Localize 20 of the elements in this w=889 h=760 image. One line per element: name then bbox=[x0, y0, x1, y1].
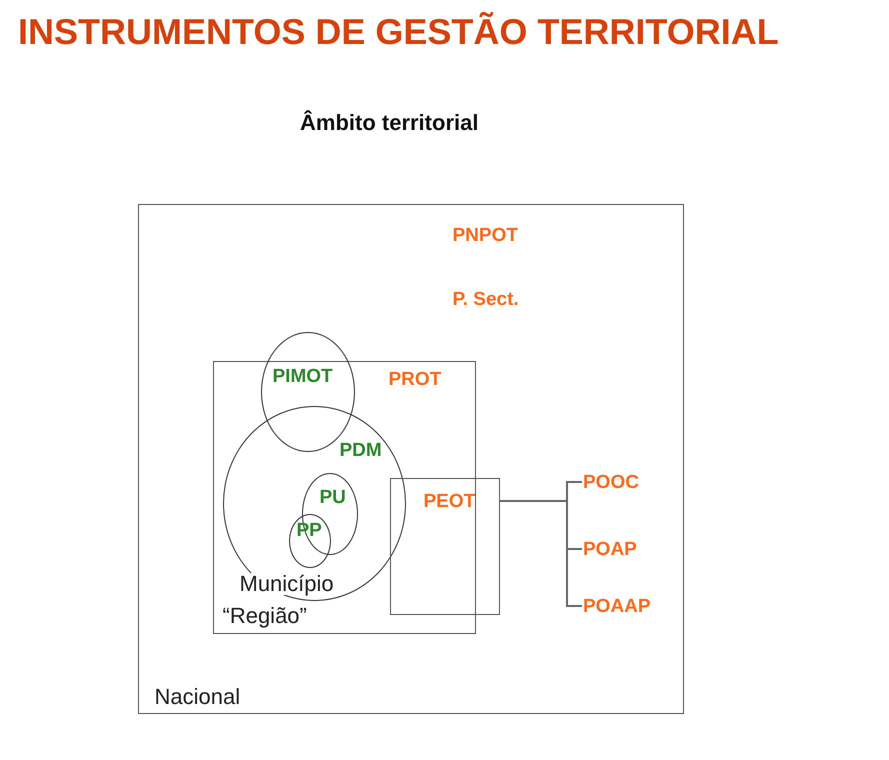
plan-acronym: PEOT bbox=[424, 492, 476, 510]
scope-label: Nacional bbox=[154, 686, 240, 708]
scope-label: “Região” bbox=[222, 604, 307, 626]
plan-acronym: POOC bbox=[583, 473, 639, 492]
page-title: INSTRUMENTOS DE GESTÃO TERRITORIAL bbox=[18, 14, 779, 50]
plan-acronym: POAAP bbox=[583, 597, 651, 616]
plan-acronym: PDM bbox=[340, 440, 382, 460]
plan-circle bbox=[223, 406, 406, 601]
region-frame bbox=[138, 204, 684, 714]
plan-box bbox=[390, 478, 500, 615]
plan-acronym: POAP bbox=[583, 540, 637, 559]
plan-acronym: PIMOT bbox=[272, 366, 333, 386]
region-frame bbox=[213, 361, 476, 634]
plan-acronym: PROT bbox=[388, 370, 442, 388]
plan-acronym: PNPOT bbox=[452, 226, 518, 244]
plan-acronym: P. Sect. bbox=[452, 290, 519, 308]
subtitle: Âmbito territorial bbox=[300, 112, 478, 134]
plan-acronym: PU bbox=[320, 488, 346, 506]
connector-line bbox=[499, 500, 582, 607]
scope-label: Município bbox=[240, 572, 334, 594]
